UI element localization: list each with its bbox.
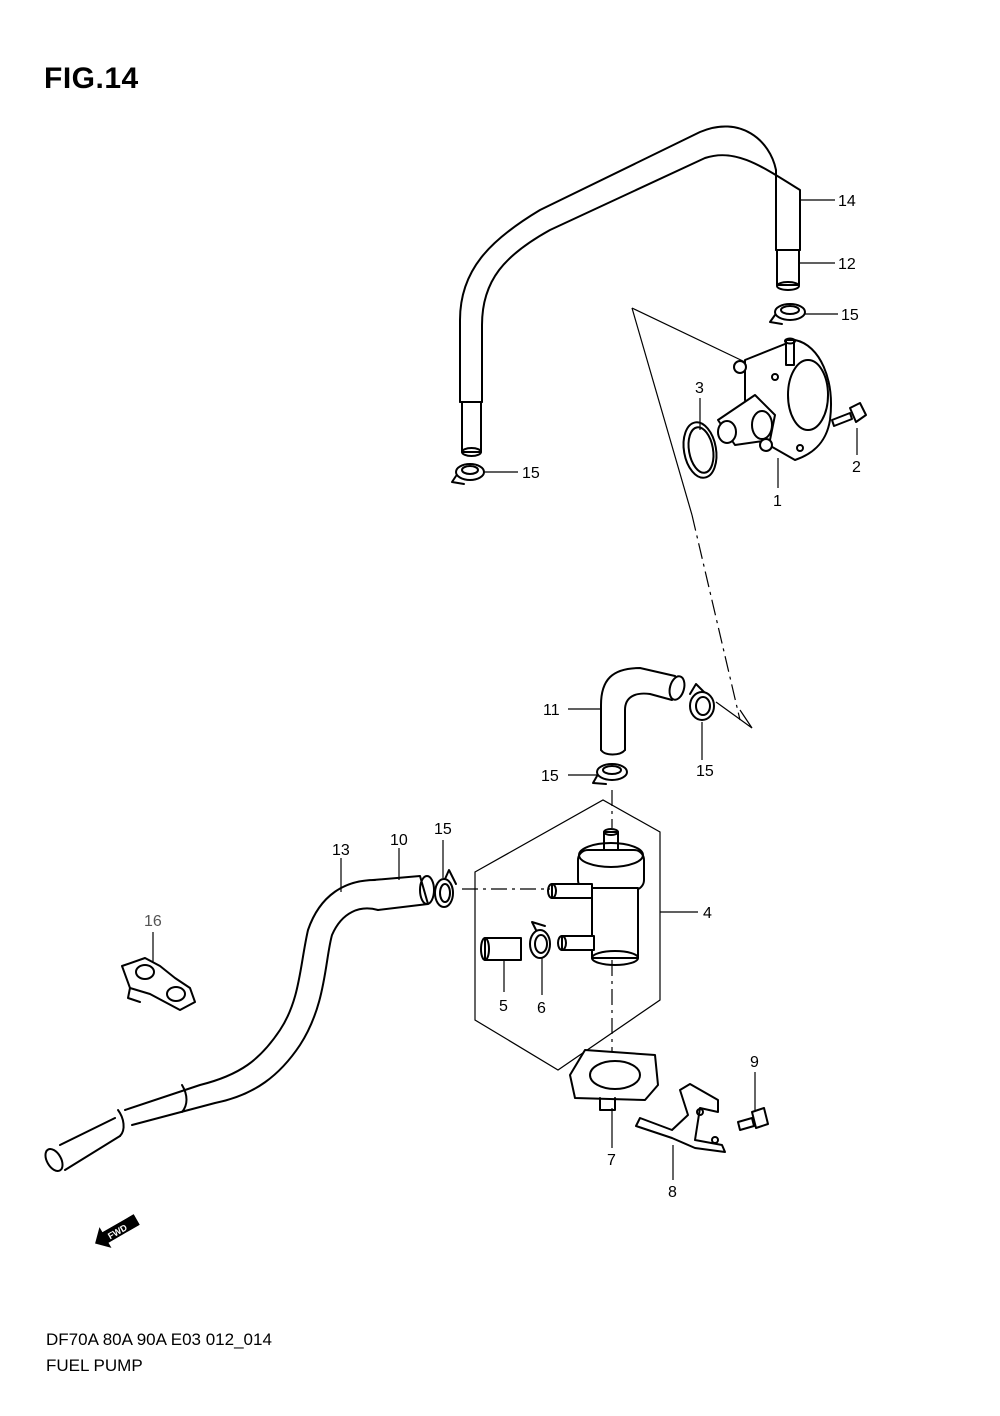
clip-15-hose-11-right[interactable] xyxy=(689,683,715,721)
model-code: DF70A 80A 90A E03 012_014 xyxy=(46,1330,272,1349)
clip-15-top-left[interactable] xyxy=(451,463,485,485)
callout-7: 7 xyxy=(607,1152,616,1169)
clamp-16[interactable] xyxy=(121,957,196,1011)
callout-2: 2 xyxy=(852,459,861,476)
clip-15-hose-10[interactable] xyxy=(434,869,457,908)
hose-14[interactable] xyxy=(459,125,801,403)
bolt-2[interactable] xyxy=(831,402,867,427)
callout-11: 11 xyxy=(543,702,560,719)
hose-12[interactable] xyxy=(776,249,800,291)
callout-12: 12 xyxy=(838,256,856,273)
fwd-arrow-icon: FWD xyxy=(95,1214,140,1248)
callout-5: 5 xyxy=(499,998,508,1015)
fuel-pump-1[interactable] xyxy=(717,337,832,461)
callout-14: 14 xyxy=(838,193,856,210)
callout-3: 3 xyxy=(695,380,704,397)
callout-10: 10 xyxy=(390,832,408,849)
callout-6: 6 xyxy=(537,1000,546,1017)
figure-title: FIG.14 xyxy=(44,62,139,95)
filter-group-outline xyxy=(474,799,661,1071)
bracket-7[interactable] xyxy=(569,1049,659,1111)
callout-16: 16 xyxy=(144,913,162,930)
callout-9: 9 xyxy=(750,1054,759,1071)
hose-13[interactable] xyxy=(42,879,379,1174)
cap-5[interactable] xyxy=(480,937,522,961)
hose-12-lower-left[interactable] xyxy=(461,401,482,457)
callout-15-hose-11-bottom: 15 xyxy=(541,768,559,785)
hose-10[interactable] xyxy=(372,875,435,911)
callout-8: 8 xyxy=(668,1184,677,1201)
callout-15-hose-11-right: 15 xyxy=(696,763,714,780)
fuel-filter-4[interactable] xyxy=(547,828,645,966)
callout-15-top-right: 15 xyxy=(841,307,859,324)
callout-4: 4 xyxy=(703,905,712,922)
callout-15-hose-10: 15 xyxy=(434,821,452,838)
clip-15-top-right[interactable] xyxy=(769,303,806,325)
bolt-9[interactable] xyxy=(737,1107,769,1131)
callout-13: 13 xyxy=(332,842,350,859)
gasket-3[interactable] xyxy=(679,420,720,481)
callout-1: 1 xyxy=(773,493,782,510)
callout-15-top-left: 15 xyxy=(522,465,540,482)
figure-name: FUEL PUMP xyxy=(46,1356,143,1375)
clip-6[interactable] xyxy=(529,921,551,959)
clip-15-hose-11-bottom[interactable] xyxy=(592,763,628,785)
leader-lines xyxy=(152,199,858,1180)
hose-11[interactable] xyxy=(600,667,687,756)
bracket-8[interactable] xyxy=(635,1083,726,1153)
